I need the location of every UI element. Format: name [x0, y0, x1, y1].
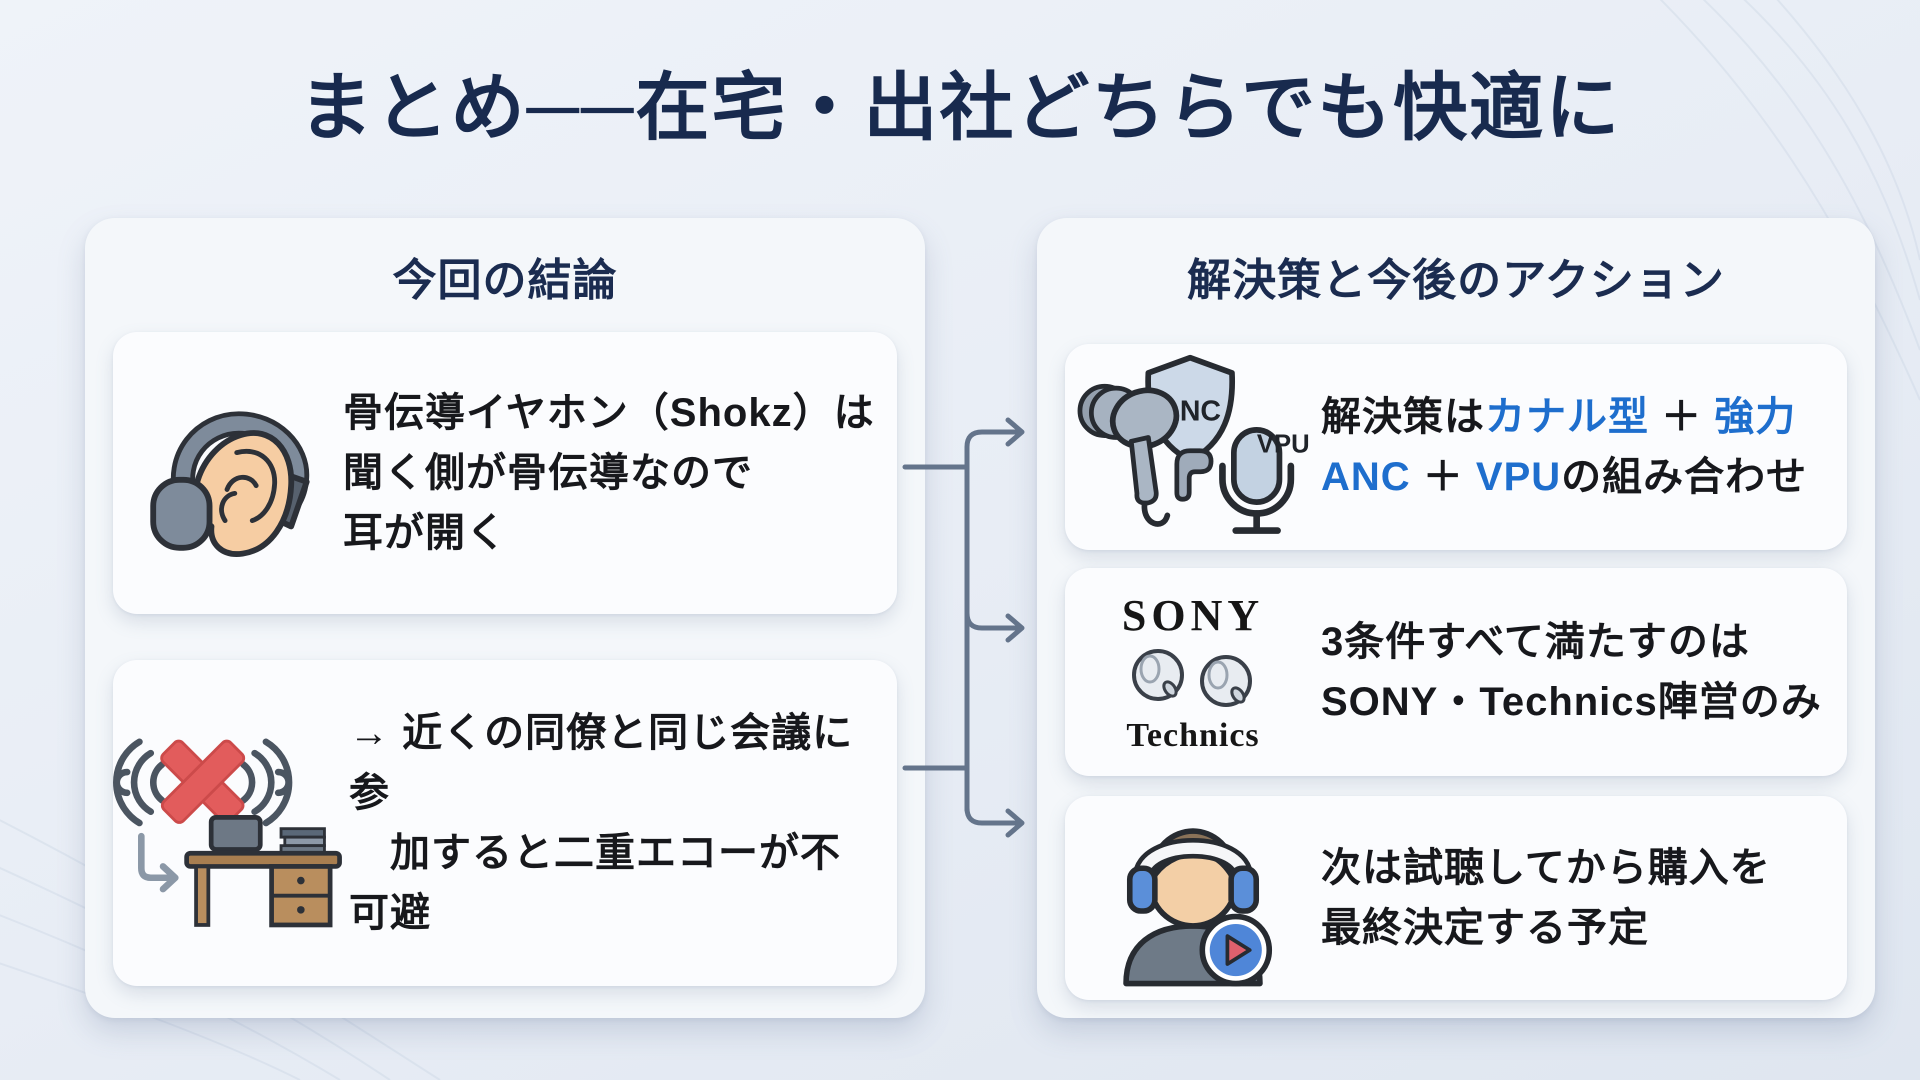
arrowhead-top [1005, 417, 1025, 447]
sony-technics-earbuds-icon: SONY Technics [1065, 590, 1321, 755]
conclusion-panel-header: 今回の結論 [392, 256, 618, 305]
solution-card-trial-text: 次は試聴してから購入を 最終決定する予定 [1321, 846, 1771, 950]
earbuds-pair-icon [1132, 648, 1252, 707]
conclusion-card-echo-text: → 近くの同僚と同じ会議に参 加すると二重エコーが不可避 [349, 711, 854, 935]
conclusion-card-shokz: 骨伝導イヤホン（Shokz）は 聞く側が骨伝導なので 耳が開く [113, 332, 897, 614]
sony-logo: SONY [1121, 590, 1265, 640]
bone-conduction-ear-icon [113, 371, 343, 575]
solution-card-brands-text: 3条件すべて満たすのは SONY・Technics陣営のみ [1321, 620, 1822, 724]
conclusion-card-shokz-text: 骨伝導イヤホン（Shokz）は 聞く側が骨伝導なので 耳が開く [343, 391, 875, 555]
echo-blocked-desk-icon [113, 713, 349, 933]
earbud-anc-vpu-icon: ANC VPU [1065, 352, 1321, 542]
arrowhead-middle [1005, 613, 1025, 643]
arrowhead-bottom [1005, 808, 1025, 838]
solution-card-trial: 次は試聴してから購入を 最終決定する予定 [1065, 796, 1847, 1000]
solution-card-brands: SONY Technics 3条件すべて満たすのは SONY・Technics陣… [1065, 568, 1847, 776]
solution-panel-header: 解決策と今後のアクション [1187, 256, 1725, 305]
conclusion-card-echo: → 近くの同僚と同じ会議に参 加すると二重エコーが不可避 [113, 660, 897, 986]
conclusion-panel: 今回の結論 骨伝導イヤホン（Shokz）は 聞く側が骨伝導なので 耳が開く [85, 218, 925, 1018]
page-title: まとめ──在宅・出社どちらでも快適に [298, 66, 1622, 149]
technics-logo: Technics [1126, 716, 1260, 754]
vpu-mic-label: VPU [1257, 431, 1310, 459]
listening-person-play-icon [1065, 805, 1321, 991]
